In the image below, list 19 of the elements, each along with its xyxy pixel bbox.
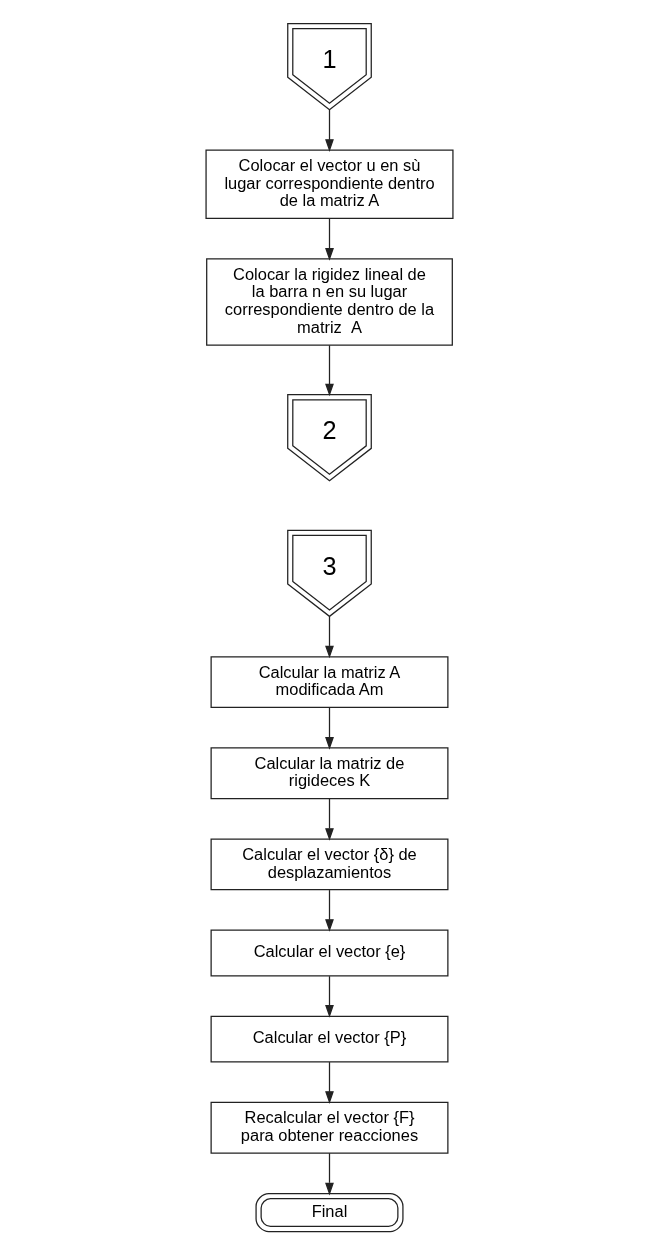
node-box: Colocar la rigidez lineal de la barra n en su lugar correspondiente dentro de la matriz A xyxy=(206,258,453,346)
node-box: Calcular el vector {P} xyxy=(210,1015,449,1063)
arrow xyxy=(325,889,334,932)
arrow xyxy=(325,798,334,841)
arrow xyxy=(325,706,334,750)
node-box: Calcular la matriz de rigideces K xyxy=(210,747,449,800)
arrow xyxy=(325,1061,334,1104)
node-box: Recalcular el vector {F} para obtener reacciones xyxy=(210,1101,449,1154)
node-box: Final xyxy=(255,1192,404,1233)
arrow xyxy=(325,975,334,1018)
node-box: Calcular la matriz A modificada Am xyxy=(210,656,449,709)
arrow xyxy=(325,1152,334,1196)
arrow xyxy=(325,218,334,261)
arrow xyxy=(325,109,334,152)
arrow xyxy=(325,344,334,397)
arrow xyxy=(325,615,334,659)
node-box: Calcular el vector {e} xyxy=(210,929,449,977)
node-box: Calcular el vector {δ} de desplazamientos xyxy=(210,838,449,891)
node-box: Colocar el vector u en sù lugar correspondiente dentro de la matriz A xyxy=(205,149,454,220)
